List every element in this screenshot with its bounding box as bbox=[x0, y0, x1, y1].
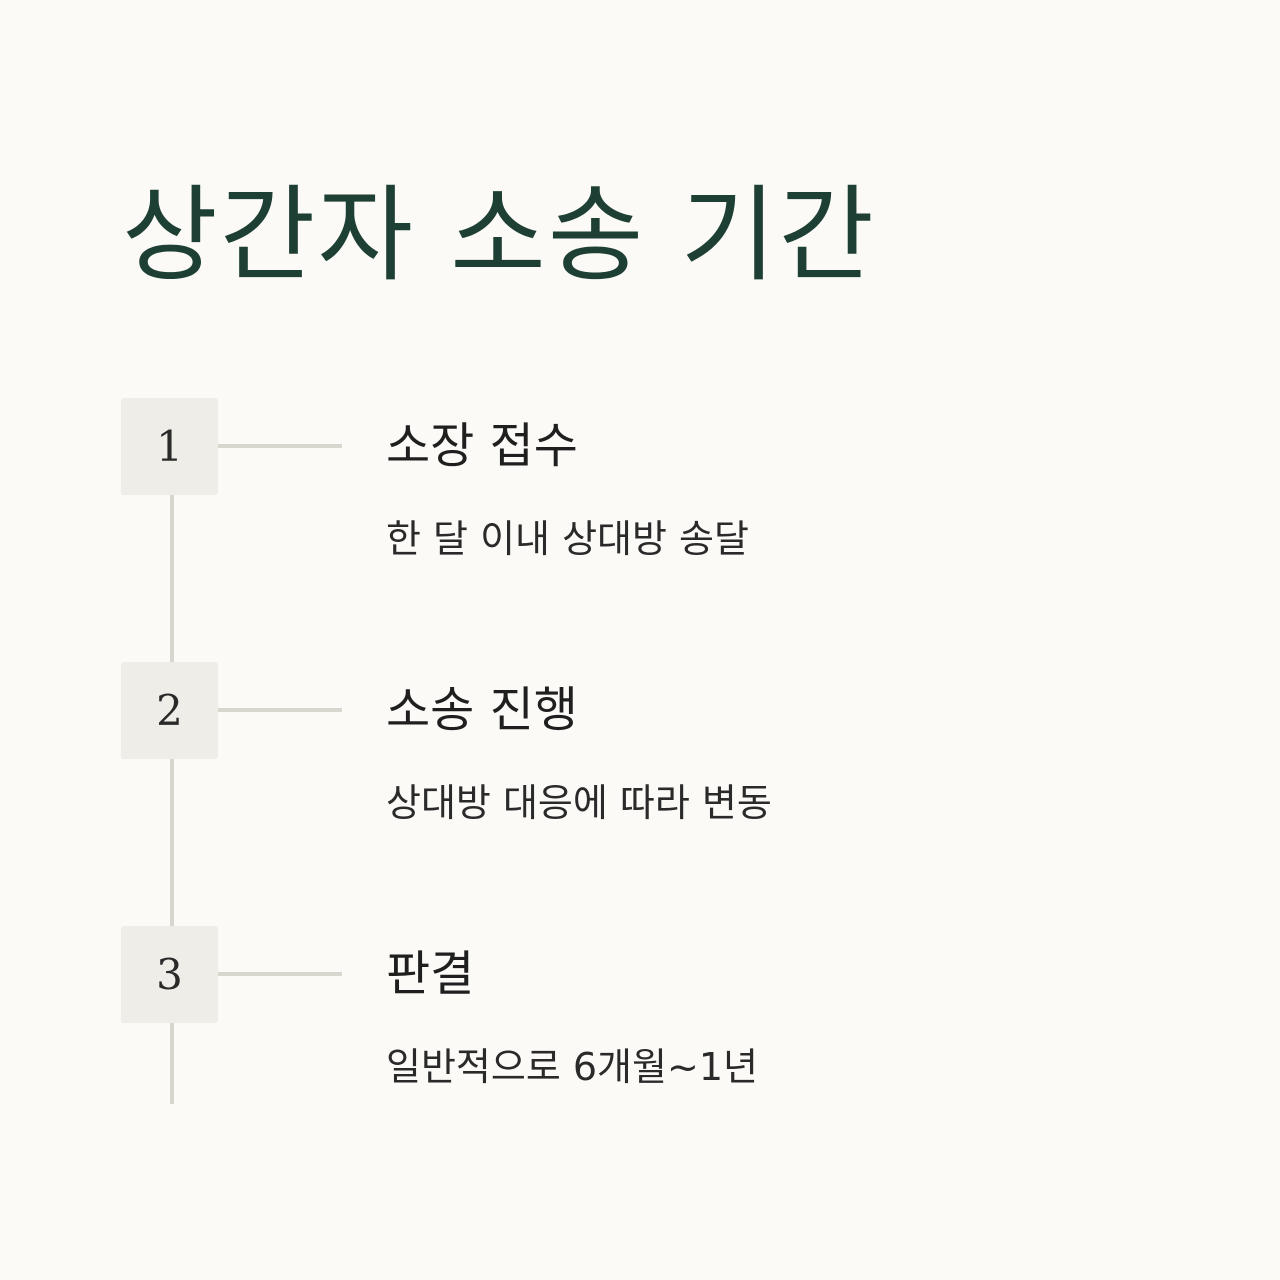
step-number-badge: 2 bbox=[121, 662, 218, 759]
step-title: 소송 진행 bbox=[386, 682, 578, 738]
step-description: 일반적으로 6개월~1년 bbox=[386, 1045, 758, 1089]
timeline-step-3: 3 판결 일반적으로 6개월~1년 bbox=[0, 926, 1280, 1126]
step-title: 판결 bbox=[386, 946, 475, 1002]
step-title: 소장 접수 bbox=[386, 418, 578, 474]
step-description: 한 달 이내 상대방 송달 bbox=[386, 517, 749, 561]
step-connector bbox=[218, 444, 342, 448]
timeline-step-1: 1 소장 접수 한 달 이내 상대방 송달 bbox=[0, 398, 1280, 598]
timeline-line bbox=[170, 446, 174, 1104]
step-description: 상대방 대응에 따라 변동 bbox=[386, 781, 772, 825]
timeline-step-2: 2 소송 진행 상대방 대응에 따라 변동 bbox=[0, 662, 1280, 862]
step-connector bbox=[218, 708, 342, 712]
step-connector bbox=[218, 972, 342, 976]
step-number-badge: 1 bbox=[121, 398, 218, 495]
page-title: 상간자 소송 기간 bbox=[122, 174, 876, 296]
step-number-badge: 3 bbox=[121, 926, 218, 1023]
